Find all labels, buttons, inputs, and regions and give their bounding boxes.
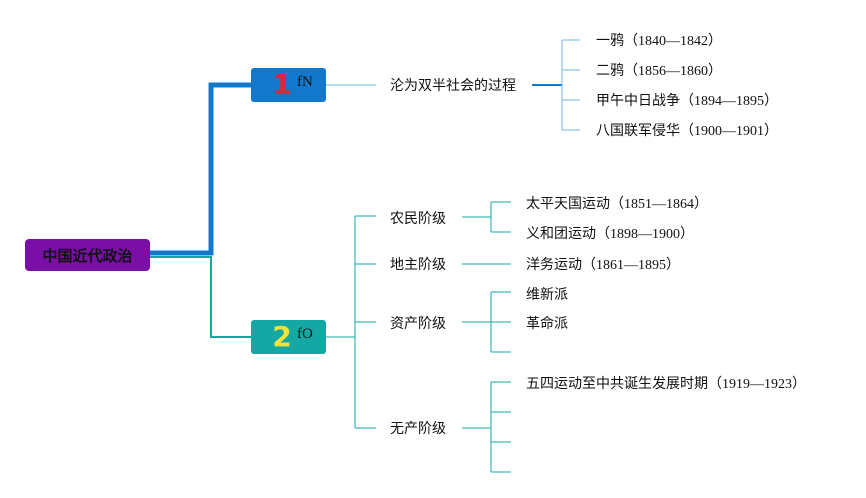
root-node[interactable]: 中国近代政治: [25, 239, 150, 271]
branch2-code: fO: [297, 325, 313, 342]
leaf-sino-japanese-war[interactable]: 甲午中日战争（1894—1895）: [596, 93, 778, 109]
branch2-node[interactable]: 2 fO: [251, 320, 326, 354]
node-landlord-class[interactable]: 地主阶级: [390, 257, 446, 273]
leaf-revolutionaries[interactable]: 革命派: [526, 316, 568, 332]
branch1-node[interactable]: 1 fN: [251, 68, 326, 102]
branch2-number: 2: [272, 320, 292, 353]
leaf-reformists[interactable]: 维新派: [526, 287, 568, 303]
node-semi-colonial-process[interactable]: 沦为双半社会的过程: [390, 78, 516, 94]
branch1-code: fN: [297, 73, 313, 90]
leaf-boxer[interactable]: 义和团运动（1898—1900）: [526, 226, 694, 242]
leaf-may-fourth[interactable]: 五四运动至中共诞生发展时期（1919—1923）: [526, 376, 806, 392]
connector-bourgeois-leaves: [490, 291, 511, 353]
root-label: 中国近代政治: [42, 246, 133, 265]
connector-proletariat-leaves: [490, 381, 511, 473]
leaf-self-strengthening[interactable]: 洋务运动（1861—1895）: [526, 257, 680, 273]
connector-peasant-leaves: [490, 201, 511, 233]
node-peasant-class[interactable]: 农民阶级: [390, 211, 446, 227]
leaf-eight-nation-alliance[interactable]: 八国联军侵华（1900—1901）: [596, 123, 778, 139]
connector-b1-leaf-bracket: [561, 39, 580, 131]
connector-b2-bracket: [354, 215, 376, 429]
node-proletariat-class[interactable]: 无产阶级: [390, 421, 446, 437]
branch1-number: 1: [272, 68, 292, 101]
leaf-second-opium-war[interactable]: 二鸦（1856—1860）: [596, 63, 722, 79]
leaf-first-opium-war[interactable]: 一鸦（1840—1842）: [596, 33, 722, 49]
node-bourgeois-class[interactable]: 资产阶级: [390, 316, 446, 332]
connector-root-branch2: [150, 256, 251, 338]
connector-root-branch1: [150, 82, 251, 256]
leaf-taiping[interactable]: 太平天国运动（1851—1864）: [526, 196, 708, 212]
